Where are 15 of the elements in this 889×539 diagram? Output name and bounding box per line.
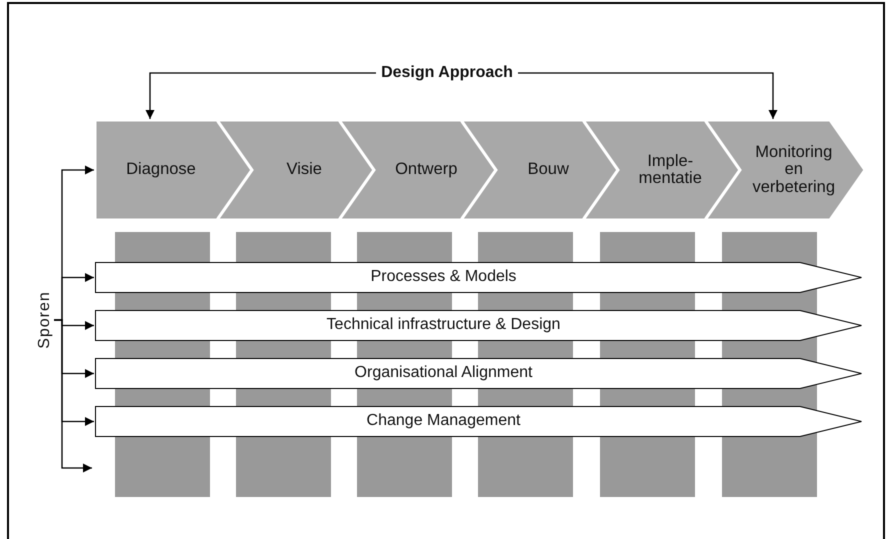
phase-block: Visie bbox=[217, 120, 374, 220]
phase-block: Ontwerp bbox=[339, 120, 496, 220]
track-band: Organisational Alignment bbox=[95, 358, 862, 389]
track-band: Technical infrastructure & Design bbox=[95, 310, 862, 341]
phase-block: Imple- mentatie bbox=[583, 120, 740, 220]
phase-block: Monitoring en verbetering bbox=[705, 120, 865, 220]
arrow bbox=[518, 72, 778, 119]
arrow bbox=[146, 72, 376, 119]
phase-block: Bouw bbox=[461, 120, 618, 220]
arrow bbox=[54, 319, 92, 472]
track-band: Change Management bbox=[95, 406, 862, 437]
phase-block: Diagnose bbox=[95, 120, 252, 220]
track-band: Processes & Models bbox=[95, 262, 862, 293]
text-label: Sporen bbox=[36, 292, 54, 348]
text-label: Design Approach bbox=[380, 62, 514, 84]
